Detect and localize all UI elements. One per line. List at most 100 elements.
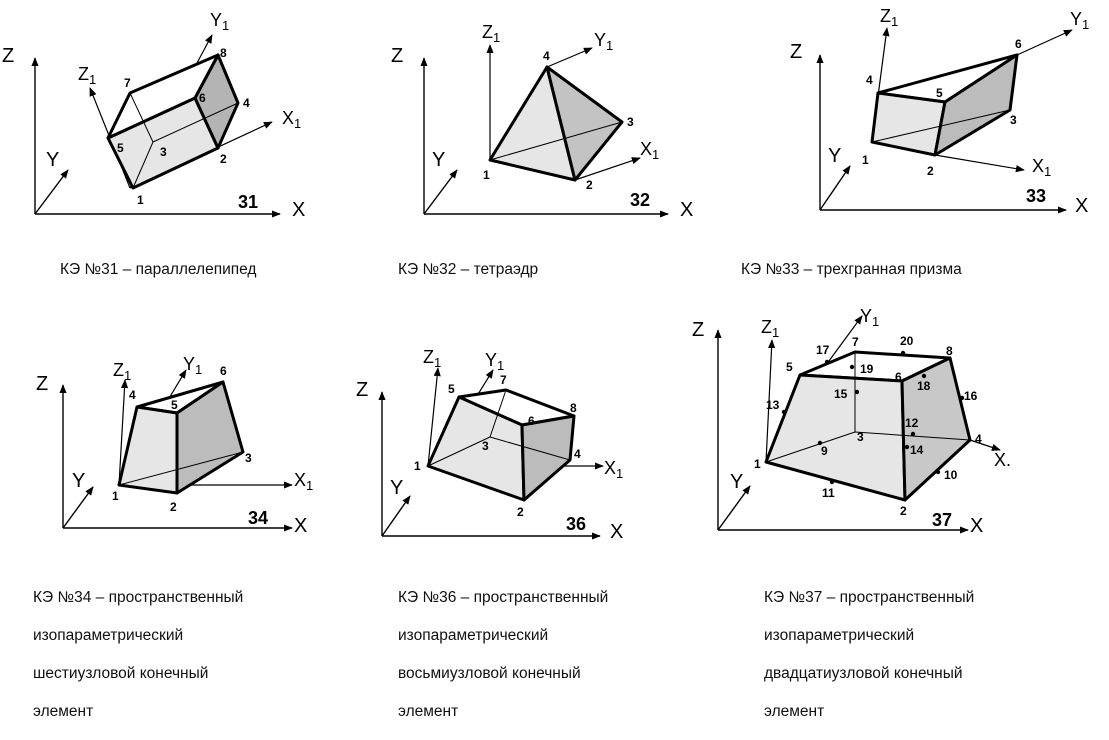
y-axis-label: Y [432,149,445,171]
y-axis-label: Y [730,471,743,493]
caption-36-line-4: элемент [398,703,459,720]
node-10: 10 [944,468,958,482]
x-axis-label: X [294,515,307,537]
z-axis-label: Z [36,373,48,395]
x1-letter: X [640,139,652,159]
node-3: 3 [160,145,167,159]
node-labels: 1 2 3 4 5 6 [862,37,1022,178]
caption-31: КЭ №31 – параллелепипед [60,261,257,278]
local-axes [765,315,1001,463]
node-2: 2 [170,500,177,514]
x1-letter: X [604,458,616,478]
node-labels: 1 2 3 4 5 6 7 8 [117,46,250,207]
node-4: 4 [243,96,250,110]
element-body [106,53,240,190]
z1-label: Z1 [880,6,898,29]
y1-letter: Y [594,30,606,50]
node-3: 3 [482,439,489,453]
y1-label: Y1 [183,354,202,377]
y1-label: Y1 [210,10,229,33]
z1-letter: Z [423,347,434,367]
caption-36-line-3: восьмиузловой конечный [398,665,581,682]
y1-letter: Y [860,306,872,326]
node-labels: 1 2 3 4 5 6 7 8 9 10 11 12 13 14 15 16 1… [754,334,982,518]
node-18: 18 [917,379,931,393]
y1-sub: 1 [1082,17,1089,32]
node-12: 12 [905,416,919,430]
node-7: 7 [500,373,507,387]
node-1: 1 [137,193,144,207]
z-axis-label: Z [2,45,14,67]
node-8: 8 [946,344,953,358]
face-side [520,414,576,502]
element-body [426,388,576,502]
z1-sub: 1 [124,368,131,383]
element-37: Z X Y Z1 Y1 X. 1 2 3 4 5 [692,306,1011,537]
caption-37: КЭ №37 – пространственный изопараметриче… [764,569,974,740]
global-axes [420,57,669,218]
node-20: 20 [900,334,914,348]
x1-letter: X [282,108,294,128]
node-4: 4 [129,388,136,402]
local-axes [486,44,641,181]
y-axis-label: Y [46,149,59,171]
x1-label: X1 [640,139,659,162]
element-body [488,65,624,182]
x1-label: X. [994,450,1011,470]
z1-sub: 1 [891,14,898,29]
y1-sub: 1 [195,362,202,377]
y1-sub: 1 [222,18,229,33]
element-body [117,380,245,495]
node-9: 9 [821,444,828,458]
element-number: 34 [248,508,268,528]
element-number: 33 [1026,186,1046,206]
z1-label: Z1 [482,22,500,45]
node-2: 2 [900,504,907,518]
caption-37-line-2: изопараметрический [764,627,915,644]
node-3: 3 [627,115,634,129]
node-5: 5 [117,141,124,155]
node-3: 3 [1010,113,1017,127]
z-axis-label: Z [790,41,802,63]
node-15: 15 [834,387,848,401]
y1-letter: Y [183,354,195,374]
node-labels: 1 2 3 4 5 6 [112,364,252,514]
caption-34-line-1: КЭ №34 – пространственный [33,589,244,606]
caption-37-line-3: двадцатиузловой конечный [764,665,963,682]
caption-37-line-1: КЭ №37 – пространственный [764,589,975,606]
caption-36-line-2: изопараметрический [398,627,549,644]
z1-label: Z1 [113,360,131,383]
node-7: 7 [852,335,859,349]
node-7: 7 [124,76,131,90]
y1-sub: 1 [497,358,504,373]
node-1: 1 [112,489,119,503]
node-16: 16 [964,389,978,403]
node-2: 2 [586,178,593,192]
z1-label: Z1 [423,347,441,370]
z-axis-label: Z [356,379,368,401]
node-14: 14 [910,443,924,457]
element-number: 32 [630,190,650,210]
x1-label: X1 [1032,156,1051,179]
node-5: 5 [936,86,943,100]
z1-letter: Z [78,64,89,84]
x-axis-label: X [680,199,693,221]
element-body [764,350,972,502]
caption-34-line-3: шестиузловой конечный [33,665,209,682]
x1-letter-truncated: X. [994,450,1011,470]
node-6: 6 [220,364,227,378]
y-axis-label: Y [828,145,841,167]
node-2: 2 [927,164,934,178]
y-axis-label: Y [72,470,85,492]
element-number: 36 [566,514,586,534]
z1-sub: 1 [434,355,441,370]
node-8: 8 [570,401,577,415]
node-6: 6 [528,414,535,428]
face-right [545,65,624,182]
x1-label: X1 [294,470,313,493]
x1-sub: 1 [652,147,659,162]
node-5: 5 [448,382,455,396]
global-axes [31,57,281,218]
node-11: 11 [822,486,835,500]
x1-label: X1 [604,458,623,481]
